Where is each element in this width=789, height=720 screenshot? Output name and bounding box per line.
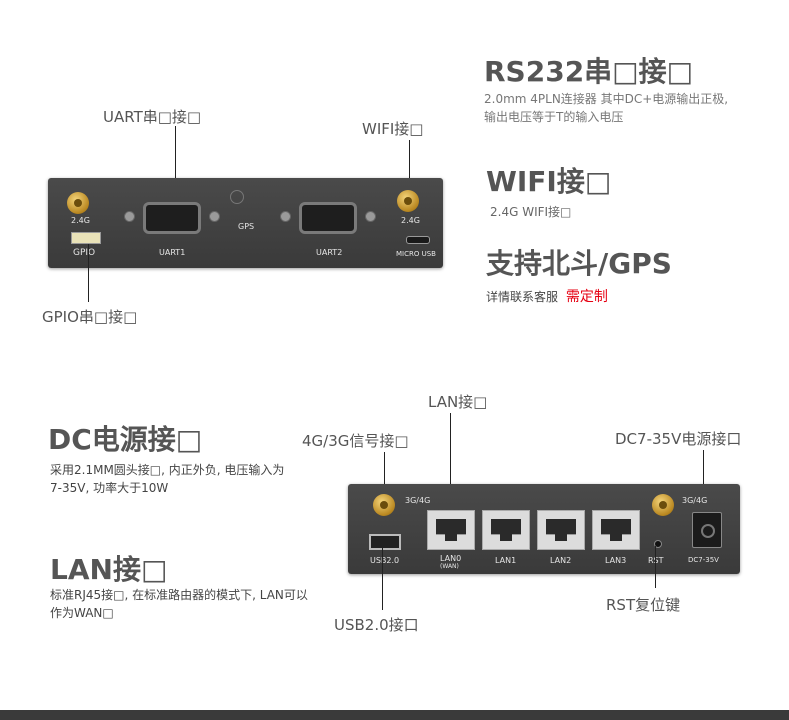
rs232-title: RS232串□接□ bbox=[484, 55, 694, 88]
gps-title: 支持北斗/GPS bbox=[486, 247, 672, 280]
antenna-connector-icon bbox=[652, 494, 674, 516]
antenna-connector-icon bbox=[373, 494, 395, 516]
silk-uart2: UART2 bbox=[316, 248, 343, 257]
lan2-port-icon bbox=[537, 510, 585, 550]
usb-leader-line bbox=[382, 546, 383, 610]
silk-lan0: LAN0 bbox=[440, 554, 462, 563]
lan-title: LAN接□ bbox=[50, 553, 168, 586]
gpio-header-icon bbox=[71, 232, 101, 244]
lan-leader-line bbox=[450, 413, 451, 513]
wifi-title: WIFI接□ bbox=[486, 165, 612, 198]
bottom-bar bbox=[0, 710, 789, 720]
gpio-leader-line bbox=[88, 244, 89, 302]
silk-micro-usb: MICRO USB bbox=[396, 250, 436, 258]
dc-callout-label: DC7-35V电源接口 bbox=[615, 430, 742, 448]
silk-gps: GPS bbox=[238, 222, 255, 231]
silk-wan: (WAN) bbox=[440, 563, 459, 570]
lan-callout-label: LAN接□ bbox=[428, 393, 488, 411]
lan-desc-line2: 作为WAN□ bbox=[50, 606, 114, 620]
gps-hole-icon bbox=[230, 190, 244, 204]
lan-desc-line1: 标准RJ45接□, 在标准路由器的模式下, LAN可以 bbox=[50, 588, 308, 602]
dc-title: DC电源接□ bbox=[48, 423, 203, 456]
silk-dc: DC7-35V bbox=[688, 556, 719, 564]
screw-icon bbox=[209, 211, 220, 222]
uart1-port-icon bbox=[143, 202, 201, 234]
screw-icon bbox=[280, 211, 291, 222]
silk-lan1: LAN1 bbox=[495, 556, 517, 565]
gpio-callout-label: GPIO串□接□ bbox=[42, 308, 138, 326]
screw-icon bbox=[365, 211, 376, 222]
wifi-callout-label: WIFI接□ bbox=[362, 120, 424, 138]
bottom-device-panel: 3G/4G USB2.0 LAN0 (WAN) LAN1 LAN2 LAN3 R… bbox=[348, 484, 740, 574]
rs232-desc-line2: 输出电压等于T的输入电压 bbox=[484, 110, 624, 124]
wifi-desc: 2.4G WIFI接□ bbox=[490, 205, 572, 219]
antenna-connector-icon bbox=[397, 190, 419, 212]
lan3-port-icon bbox=[592, 510, 640, 550]
silk-ant-right: 3G/4G bbox=[682, 496, 708, 505]
uart-callout-label: UART串□接□ bbox=[103, 108, 202, 126]
rst-callout-label: RST复位键 bbox=[606, 596, 681, 614]
gps-contact-text: 详情联系客服 bbox=[486, 290, 559, 304]
lan0-port-icon bbox=[427, 510, 475, 550]
silk-lan2: LAN2 bbox=[550, 556, 572, 565]
rst-button-icon bbox=[654, 540, 662, 548]
silk-ant-left: 2.4G bbox=[71, 216, 90, 225]
signal-leader-line bbox=[384, 452, 385, 498]
rs232-desc-line1: 2.0mm 4PLN连接器 其中DC+电源输出正极, bbox=[484, 92, 729, 106]
silk-usb: USB2.0 bbox=[370, 556, 400, 565]
silk-lan3: LAN3 bbox=[605, 556, 627, 565]
signal-callout-label: 4G/3G信号接□ bbox=[302, 432, 409, 450]
rst-leader-line bbox=[655, 546, 656, 588]
dc-leader-line bbox=[703, 450, 704, 510]
gps-desc: 详情联系客服 需定制 bbox=[486, 288, 608, 306]
lan1-port-icon bbox=[482, 510, 530, 550]
silk-ant-right: 2.4G bbox=[401, 216, 420, 225]
silk-gpio: GPIO bbox=[73, 248, 96, 258]
uart2-port-icon bbox=[299, 202, 357, 234]
usb-port-icon bbox=[369, 534, 401, 550]
screw-icon bbox=[124, 211, 135, 222]
gps-custom-text: 需定制 bbox=[565, 289, 608, 305]
micro-usb-port-icon bbox=[406, 236, 430, 244]
top-device-panel: 2.4G GPIO UART1 GPS UART2 2.4G MICRO USB bbox=[48, 178, 443, 268]
usb-callout-label: USB2.0接口 bbox=[334, 616, 419, 634]
dc-desc-line1: 采用2.1MM圆头接□, 内正外负, 电压输入为 bbox=[50, 463, 285, 477]
wifi-leader-line bbox=[409, 140, 410, 192]
silk-uart1: UART1 bbox=[159, 248, 186, 257]
dc-desc-line2: 7-35V, 功率大于10W bbox=[50, 481, 169, 495]
dc-jack-icon bbox=[692, 512, 722, 548]
uart-leader-line bbox=[175, 126, 176, 204]
silk-ant-left: 3G/4G bbox=[405, 496, 431, 505]
antenna-connector-icon bbox=[67, 192, 89, 214]
